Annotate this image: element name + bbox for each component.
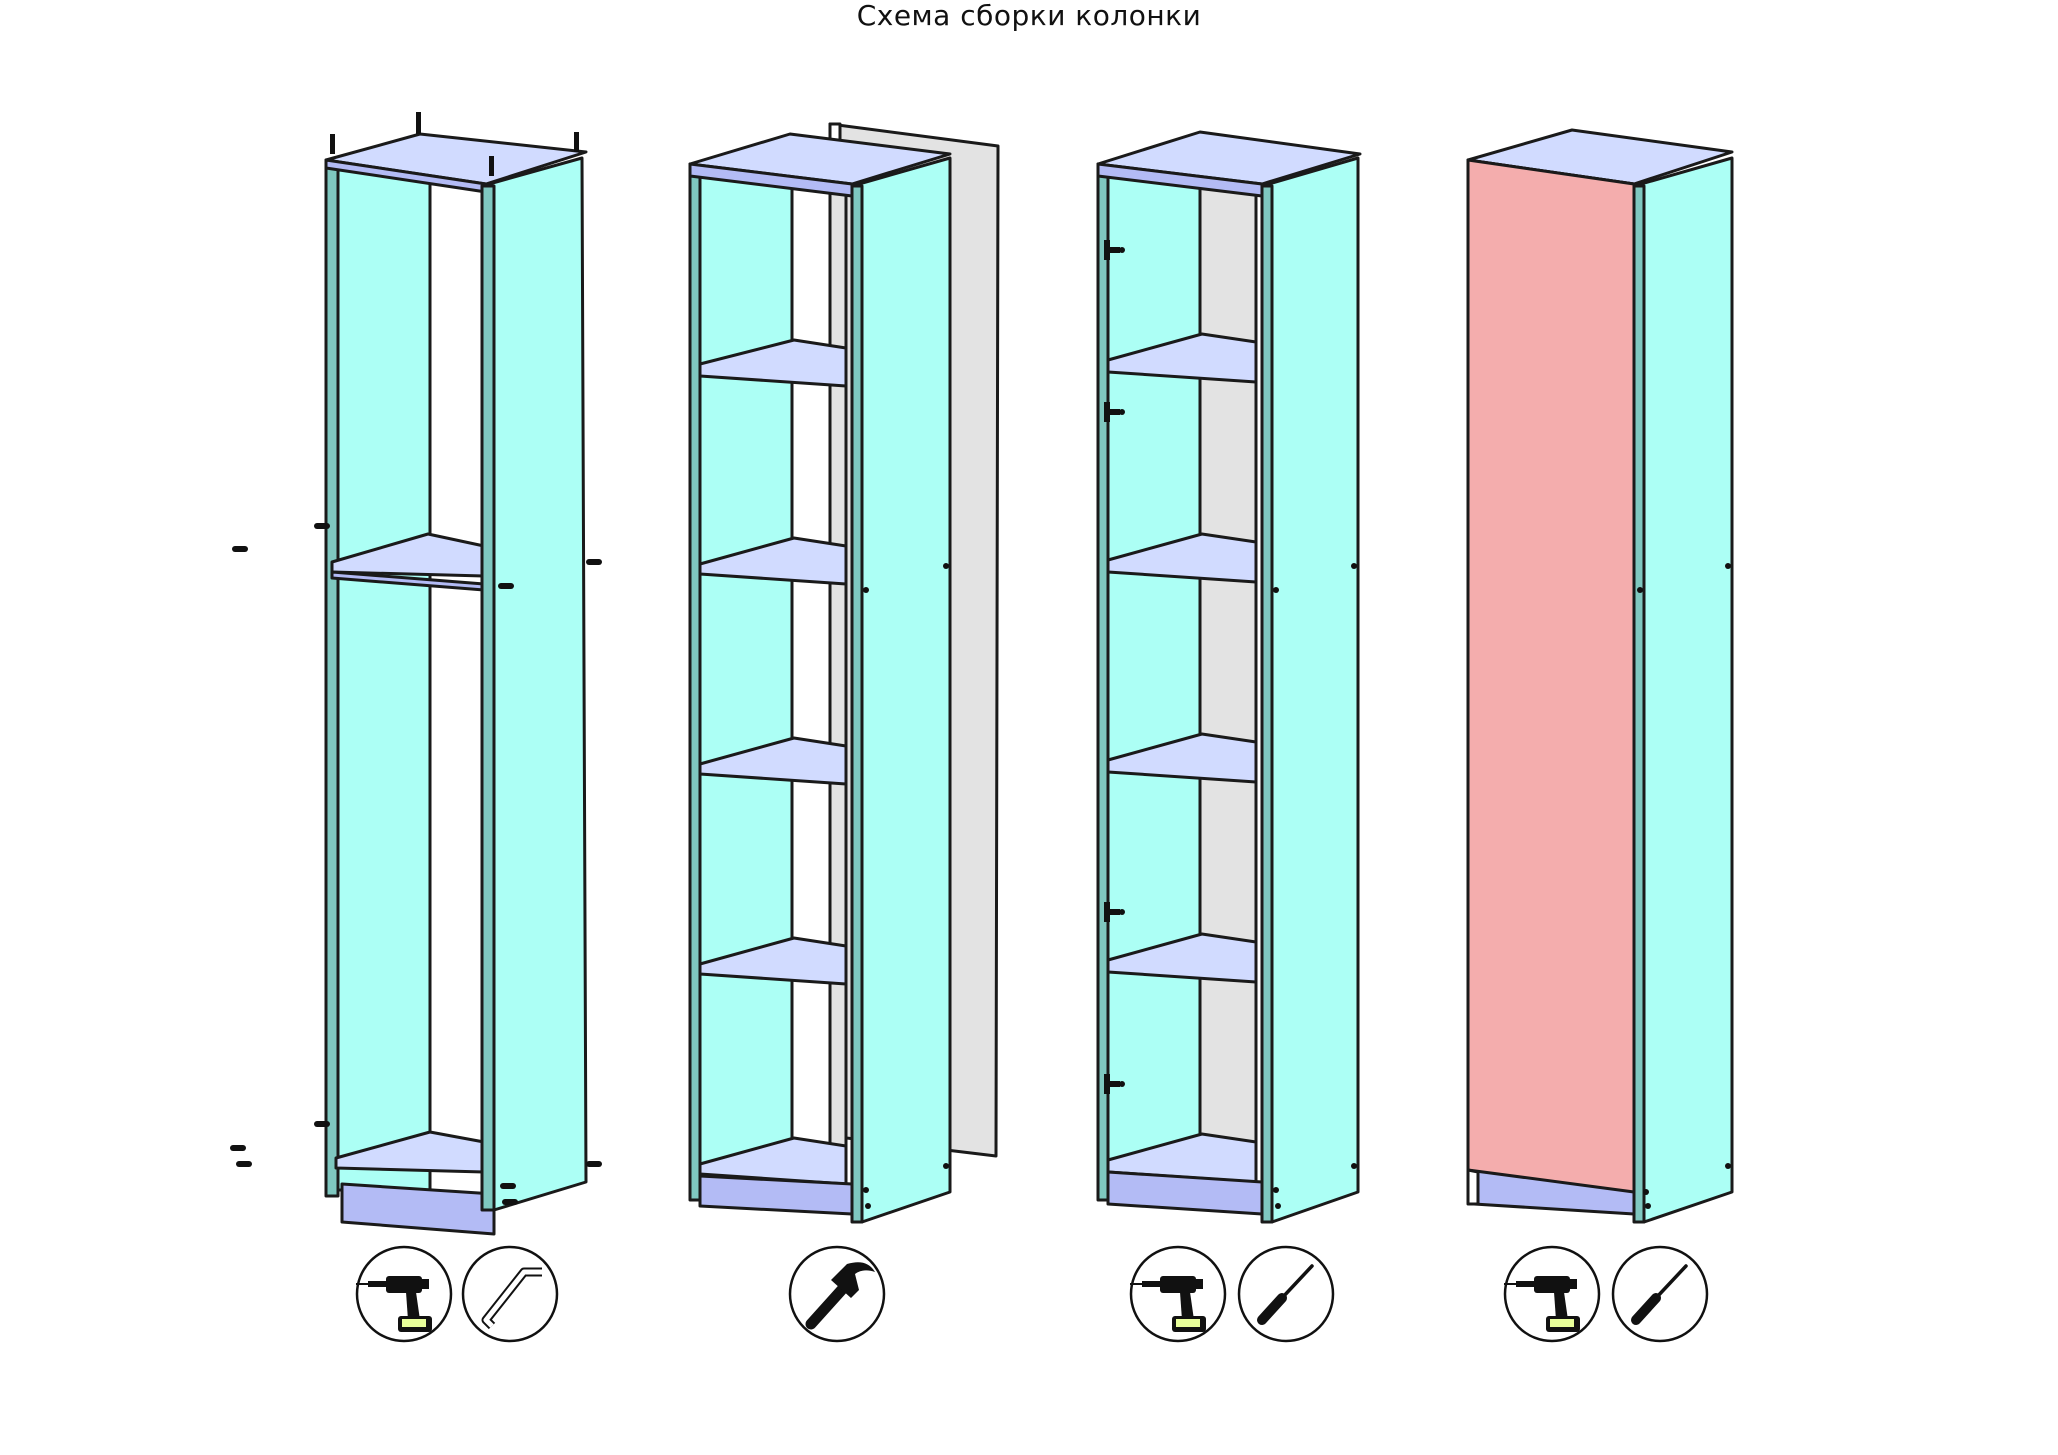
step-1-tools [354, 1245, 557, 1343]
drill-icon [1128, 1245, 1227, 1343]
step-3-hinges [1096, 130, 1362, 1224]
step-3-tools [1128, 1245, 1333, 1343]
hammer-icon [790, 1247, 884, 1341]
screwdriver-icon [1613, 1247, 1707, 1341]
drill-icon [354, 1245, 453, 1343]
screwdriver-icon [1239, 1247, 1333, 1341]
drill-icon [1502, 1245, 1601, 1343]
step-2-tools [790, 1247, 884, 1341]
hex-key-icon [463, 1247, 557, 1341]
step-4-tools [1502, 1245, 1707, 1343]
step-2-back-panel-shelves [688, 122, 1000, 1224]
step-1-frame [230, 112, 602, 1236]
step-4-door [1466, 128, 1734, 1224]
page-title: Схема сборки колонки [856, 0, 1202, 32]
